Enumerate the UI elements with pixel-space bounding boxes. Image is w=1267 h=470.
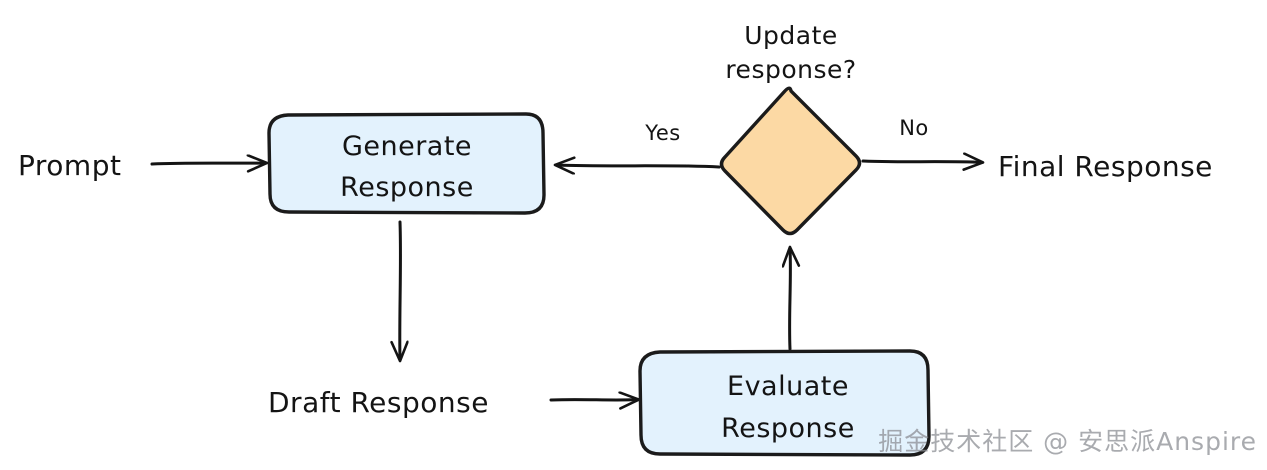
edge-line	[549, 400, 638, 401]
edge-line	[790, 248, 791, 351]
node-evaluate-shape	[638, 349, 931, 457]
edge-prompt-to-generate	[150, 163, 266, 164]
node-evaluate-label-line2: Response	[721, 413, 855, 444]
node-generate-shape	[267, 112, 546, 215]
node-generate-label-line1: Generate	[342, 131, 472, 162]
node-draft-response-label: Draft Response	[268, 386, 489, 419]
edge-draft-to-evaluate	[549, 400, 638, 401]
edge-line	[556, 165, 721, 167]
node-decision-shape	[719, 86, 862, 236]
edge-label-no: No	[899, 116, 929, 140]
node-decision-update-response[interactable]: Update response?	[719, 21, 862, 236]
edge-decision-to-generate: Yes	[556, 121, 721, 167]
node-final-response-label: Final Response	[998, 150, 1213, 183]
node-prompt[interactable]: Prompt	[18, 149, 121, 182]
node-draft-response[interactable]: Draft Response	[268, 386, 489, 419]
edge-line	[150, 163, 266, 164]
edge-decision-to-final: No	[861, 116, 982, 162]
node-evaluate-label-line1: Evaluate	[727, 371, 849, 402]
edge-line	[400, 220, 401, 360]
node-evaluate-response[interactable]: Evaluate Response	[638, 349, 931, 457]
edge-generate-to-draft	[400, 220, 401, 360]
node-generate-label-line2: Response	[340, 172, 474, 203]
edge-evaluate-to-decision	[790, 248, 791, 351]
edge-line	[861, 161, 982, 162]
node-generate-response[interactable]: Generate Response	[267, 112, 546, 215]
node-decision-caption-line1: Update	[744, 21, 838, 50]
watermark: 掘金技术社区 @ 安思派Anspire	[878, 427, 1257, 456]
node-final-response[interactable]: Final Response	[998, 150, 1213, 183]
edge-label-yes: Yes	[644, 121, 680, 145]
node-decision-caption-line2: response?	[725, 55, 856, 84]
node-prompt-label: Prompt	[18, 149, 121, 182]
